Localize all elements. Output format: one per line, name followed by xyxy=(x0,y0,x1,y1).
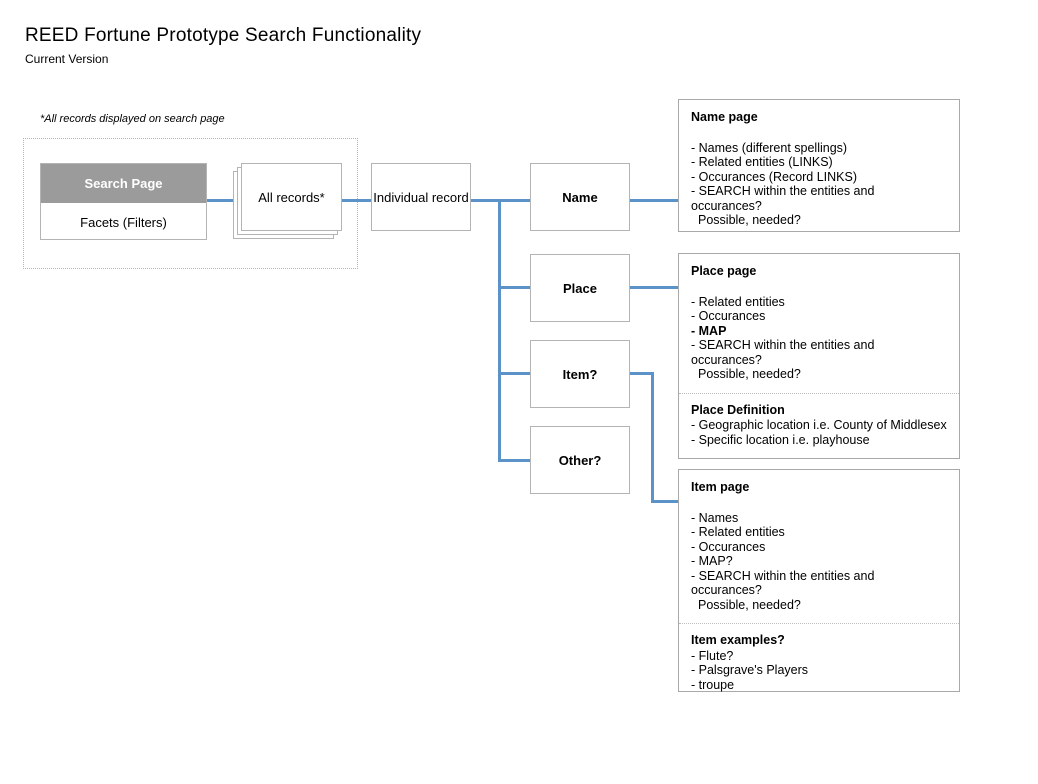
list-item: Possible, needed? xyxy=(698,213,801,227)
category-box-name: Name xyxy=(530,163,630,231)
connector-trunk-to-place xyxy=(498,286,531,289)
category-box-item: Item? xyxy=(530,340,630,408)
list-item: - Occurances xyxy=(691,309,766,323)
connector-place-to-panel xyxy=(630,286,678,289)
panel-divider xyxy=(679,392,959,394)
place-definition-title: Place Definition xyxy=(691,402,785,417)
footnote: *All records displayed on search page xyxy=(40,113,225,125)
connector-records-to-individual xyxy=(342,199,371,202)
individual-record-box: Individual record xyxy=(371,163,471,231)
list-item: - Occurances xyxy=(691,539,766,554)
list-item: - Geographic location i.e. County of Mid… xyxy=(691,418,947,432)
connector-name-to-panel xyxy=(630,199,678,202)
item-examples-title: Item examples? xyxy=(691,633,785,647)
search-group-container xyxy=(23,138,358,269)
list-item: - SEARCH within the entities and occuran… xyxy=(691,568,875,598)
category-box-place: Place xyxy=(530,254,630,322)
place-page-list: - Related entities - Occurances - MAP - … xyxy=(691,295,947,382)
list-item: - MAP xyxy=(691,323,727,338)
search-page-box: Search Page Facets (Filters) xyxy=(40,163,207,240)
list-item: - Names xyxy=(691,510,739,525)
category-box-other: Other? xyxy=(530,426,630,494)
connector-trunk-vertical xyxy=(498,199,501,462)
connector-trunk-to-other xyxy=(498,459,531,462)
connector-item-elbow-top xyxy=(630,372,654,375)
list-item: Possible, needed? xyxy=(698,367,801,381)
list-item: - Related entities xyxy=(691,294,785,309)
list-item: - MAP? xyxy=(691,554,733,568)
facets-filters-label: Facets (Filters) xyxy=(80,214,167,230)
all-records-box: All records* xyxy=(241,163,342,231)
name-page-title: Name page xyxy=(691,110,758,124)
search-page-header: Search Page xyxy=(41,164,206,203)
list-item: - Related entities (LINKS) xyxy=(691,155,833,169)
item-page-title: Item page xyxy=(691,480,750,494)
place-page-panel: Place page - Related entities - Occuranc… xyxy=(678,253,960,459)
place-definition-list: - Geographic location i.e. County of Mid… xyxy=(691,418,947,447)
place-page-title: Place page xyxy=(691,264,757,278)
connector-item-to-panel xyxy=(651,500,678,503)
list-item: Possible, needed? xyxy=(698,597,801,612)
list-item: - Flute? xyxy=(691,648,734,663)
name-page-list: - Names (different spellings) - Related … xyxy=(691,141,947,228)
item-page-panel: Item page - Names - Related entities - O… xyxy=(678,469,960,692)
panel-divider xyxy=(679,623,959,624)
name-page-panel: Name page - Names (different spellings) … xyxy=(678,99,960,232)
connector-individual-to-name xyxy=(471,199,531,202)
page-subtitle: Current Version xyxy=(25,52,109,66)
list-item: - troupe xyxy=(691,677,735,692)
list-item: - Related entities xyxy=(691,525,785,539)
list-item: - SEARCH within the entities and occuran… xyxy=(691,338,875,367)
item-examples-list: - Flute? - Palsgrave's Players - troupe xyxy=(691,649,947,693)
list-item: - SEARCH within the entities and occuran… xyxy=(691,184,875,213)
list-item: - Specific location i.e. playhouse xyxy=(691,432,870,447)
connector-trunk-to-item xyxy=(498,372,531,375)
list-item: - Occurances (Record LINKS) xyxy=(691,169,858,184)
list-item: - Names (different spellings) xyxy=(691,140,848,155)
page-title: REED Fortune Prototype Search Functional… xyxy=(25,25,422,46)
connector-item-elbow-vertical xyxy=(651,372,654,503)
item-page-list: - Names - Related entities - Occurances … xyxy=(691,511,947,613)
connector-search-to-records xyxy=(207,199,235,202)
list-item: - Palsgrave's Players xyxy=(691,663,809,677)
